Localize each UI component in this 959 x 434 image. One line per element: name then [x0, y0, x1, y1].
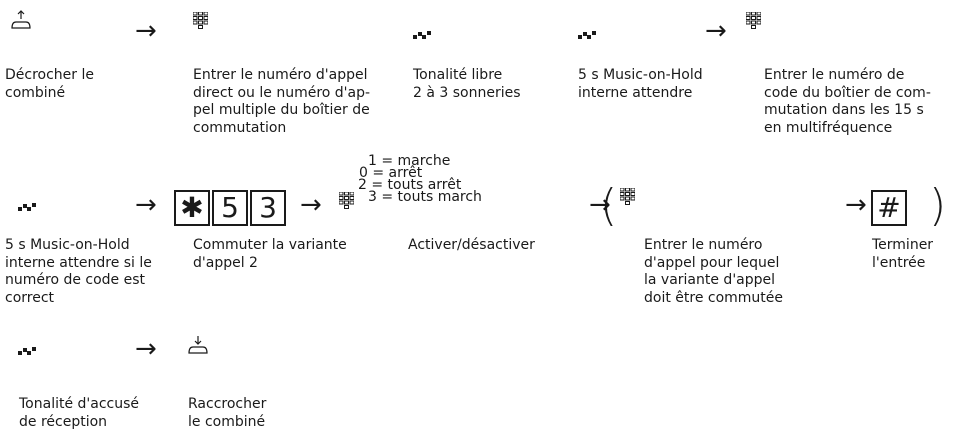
flow-arrow: → — [589, 190, 611, 220]
flow-arrow: → — [705, 16, 727, 46]
tone-icon — [18, 203, 36, 211]
option-list: 1 = marche 0 = arrêt 2 = touts arrêt 3 =… — [358, 153, 482, 205]
optional-close-paren: ) — [929, 180, 947, 231]
star-key: ✱ — [174, 190, 210, 226]
optional-open-paren: ( — [600, 180, 618, 231]
keypad-icon — [193, 12, 208, 29]
flow-arrow: → — [135, 334, 157, 364]
step-caption-activate: Activer/désactiver — [408, 237, 535, 253]
flow-arrow: → — [135, 16, 157, 46]
keypad-icon — [620, 188, 635, 205]
keypad-icon — [746, 12, 761, 29]
hash-key: # — [871, 190, 907, 226]
tone-icon — [18, 347, 36, 355]
tone-icon — [413, 31, 431, 39]
flow-arrow: → — [135, 190, 157, 220]
key-3: 3 — [250, 190, 286, 226]
keypad-icon — [339, 192, 354, 209]
flow-arrow: → — [300, 190, 322, 220]
handset-lift-icon — [11, 10, 31, 29]
flow-arrow: → — [845, 190, 867, 220]
key-5: 5 — [212, 190, 248, 226]
handset-hangup-icon — [188, 336, 208, 354]
tone-icon — [578, 31, 596, 39]
